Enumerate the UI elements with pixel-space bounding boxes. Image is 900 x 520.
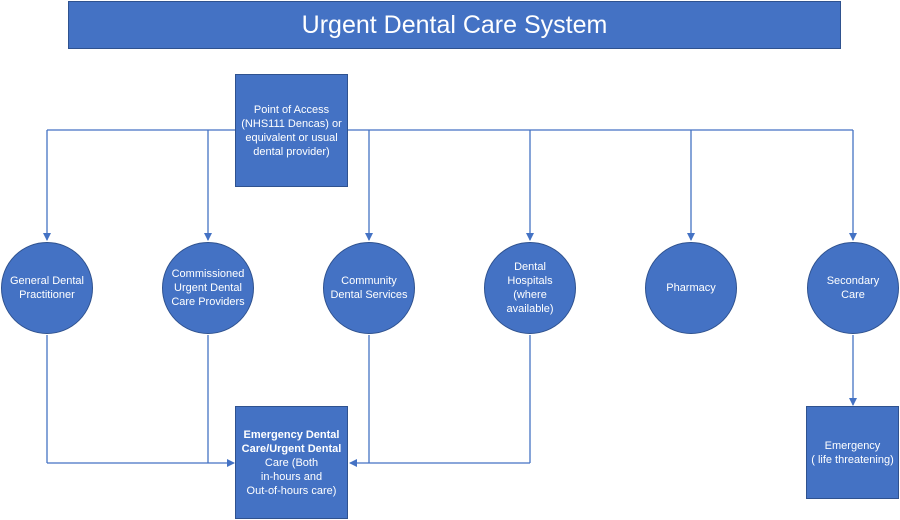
diagram-title: Urgent Dental Care System xyxy=(68,1,841,49)
service-label-line: available) xyxy=(506,303,554,315)
emergency-dental-line: Out-of-hours care) xyxy=(246,484,337,497)
service-label-line: Dental xyxy=(514,261,546,273)
service-label-line: Care xyxy=(841,289,865,301)
emergency-life-line: Emergency xyxy=(824,439,881,452)
service-general-dental-practitioner: General Dental Practitioner xyxy=(1,242,93,334)
service-label-line: (where xyxy=(513,289,547,301)
service-label-line: Commissioned xyxy=(171,268,245,280)
service-label-line: Pharmacy xyxy=(666,282,716,294)
emergency-dental-bold-line: Care/Urgent Dental xyxy=(241,442,342,455)
service-label-line: Secondary xyxy=(826,275,880,287)
service-label-line: Dental Services xyxy=(330,289,408,301)
emergency-dental-care-box: Emergency Dental Care/Urgent Dental Care… xyxy=(235,406,348,519)
service-dental-hospitals: Dental Hospitals (where available) xyxy=(484,242,576,334)
access-line: dental provider) xyxy=(253,145,330,158)
access-line: (NHS111 Dencas) or xyxy=(241,117,342,130)
service-label-line: Practitioner xyxy=(19,289,75,301)
service-pharmacy: Pharmacy xyxy=(645,242,737,334)
emergency-dental-line: in-hours and xyxy=(260,470,323,483)
service-commissioned-urgent-care: Commissioned Urgent Dental Care Provider… xyxy=(162,242,254,334)
point-of-access-box: Point of Access (NHS111 Dencas) or equiv… xyxy=(235,74,348,187)
emergency-life-line: ( life threatening) xyxy=(811,453,894,466)
emergency-life-threatening-box: Emergency ( life threatening) xyxy=(806,406,899,499)
service-label-line: General Dental xyxy=(10,275,84,287)
service-label-line: Care Providers xyxy=(171,296,245,308)
service-community-dental: Community Dental Services xyxy=(323,242,415,334)
service-label-line: Community xyxy=(341,275,397,287)
service-label-line: Hospitals xyxy=(507,275,553,287)
emergency-dental-line: Care (Both xyxy=(264,456,319,469)
emergency-dental-bold-line: Emergency Dental xyxy=(243,428,340,441)
service-label-line: Urgent Dental xyxy=(174,282,242,294)
access-line: Point of Access xyxy=(253,103,330,116)
service-secondary-care: Secondary Care xyxy=(807,242,899,334)
access-line: equivalent or usual xyxy=(245,131,338,144)
